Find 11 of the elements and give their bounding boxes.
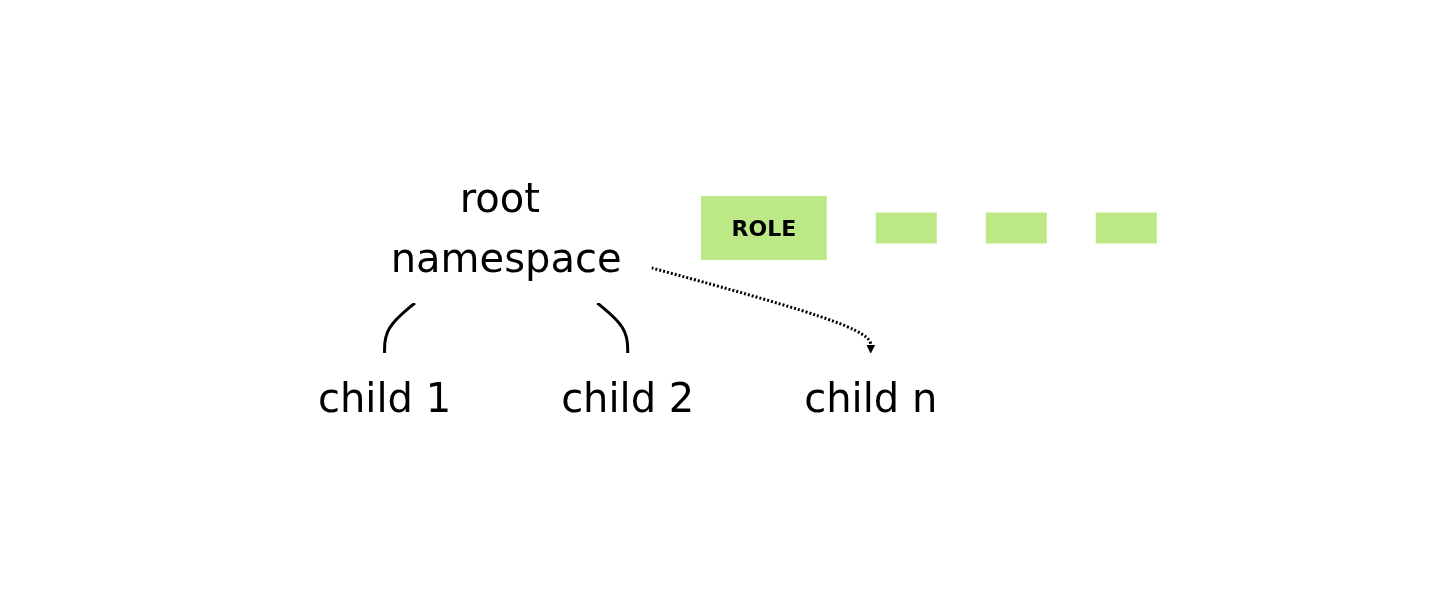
node-box: ROLE [701, 195, 828, 260]
node-text: child n [804, 374, 938, 421]
node-text: child 2 [561, 374, 695, 421]
node-box [986, 212, 1048, 243]
connector [596, 301, 630, 353]
node-box [1096, 212, 1158, 243]
node-text: child 1 [318, 374, 452, 421]
connector [383, 301, 417, 353]
node-text: root namespace [391, 174, 622, 281]
arrow [651, 265, 876, 353]
node-box [876, 212, 938, 243]
